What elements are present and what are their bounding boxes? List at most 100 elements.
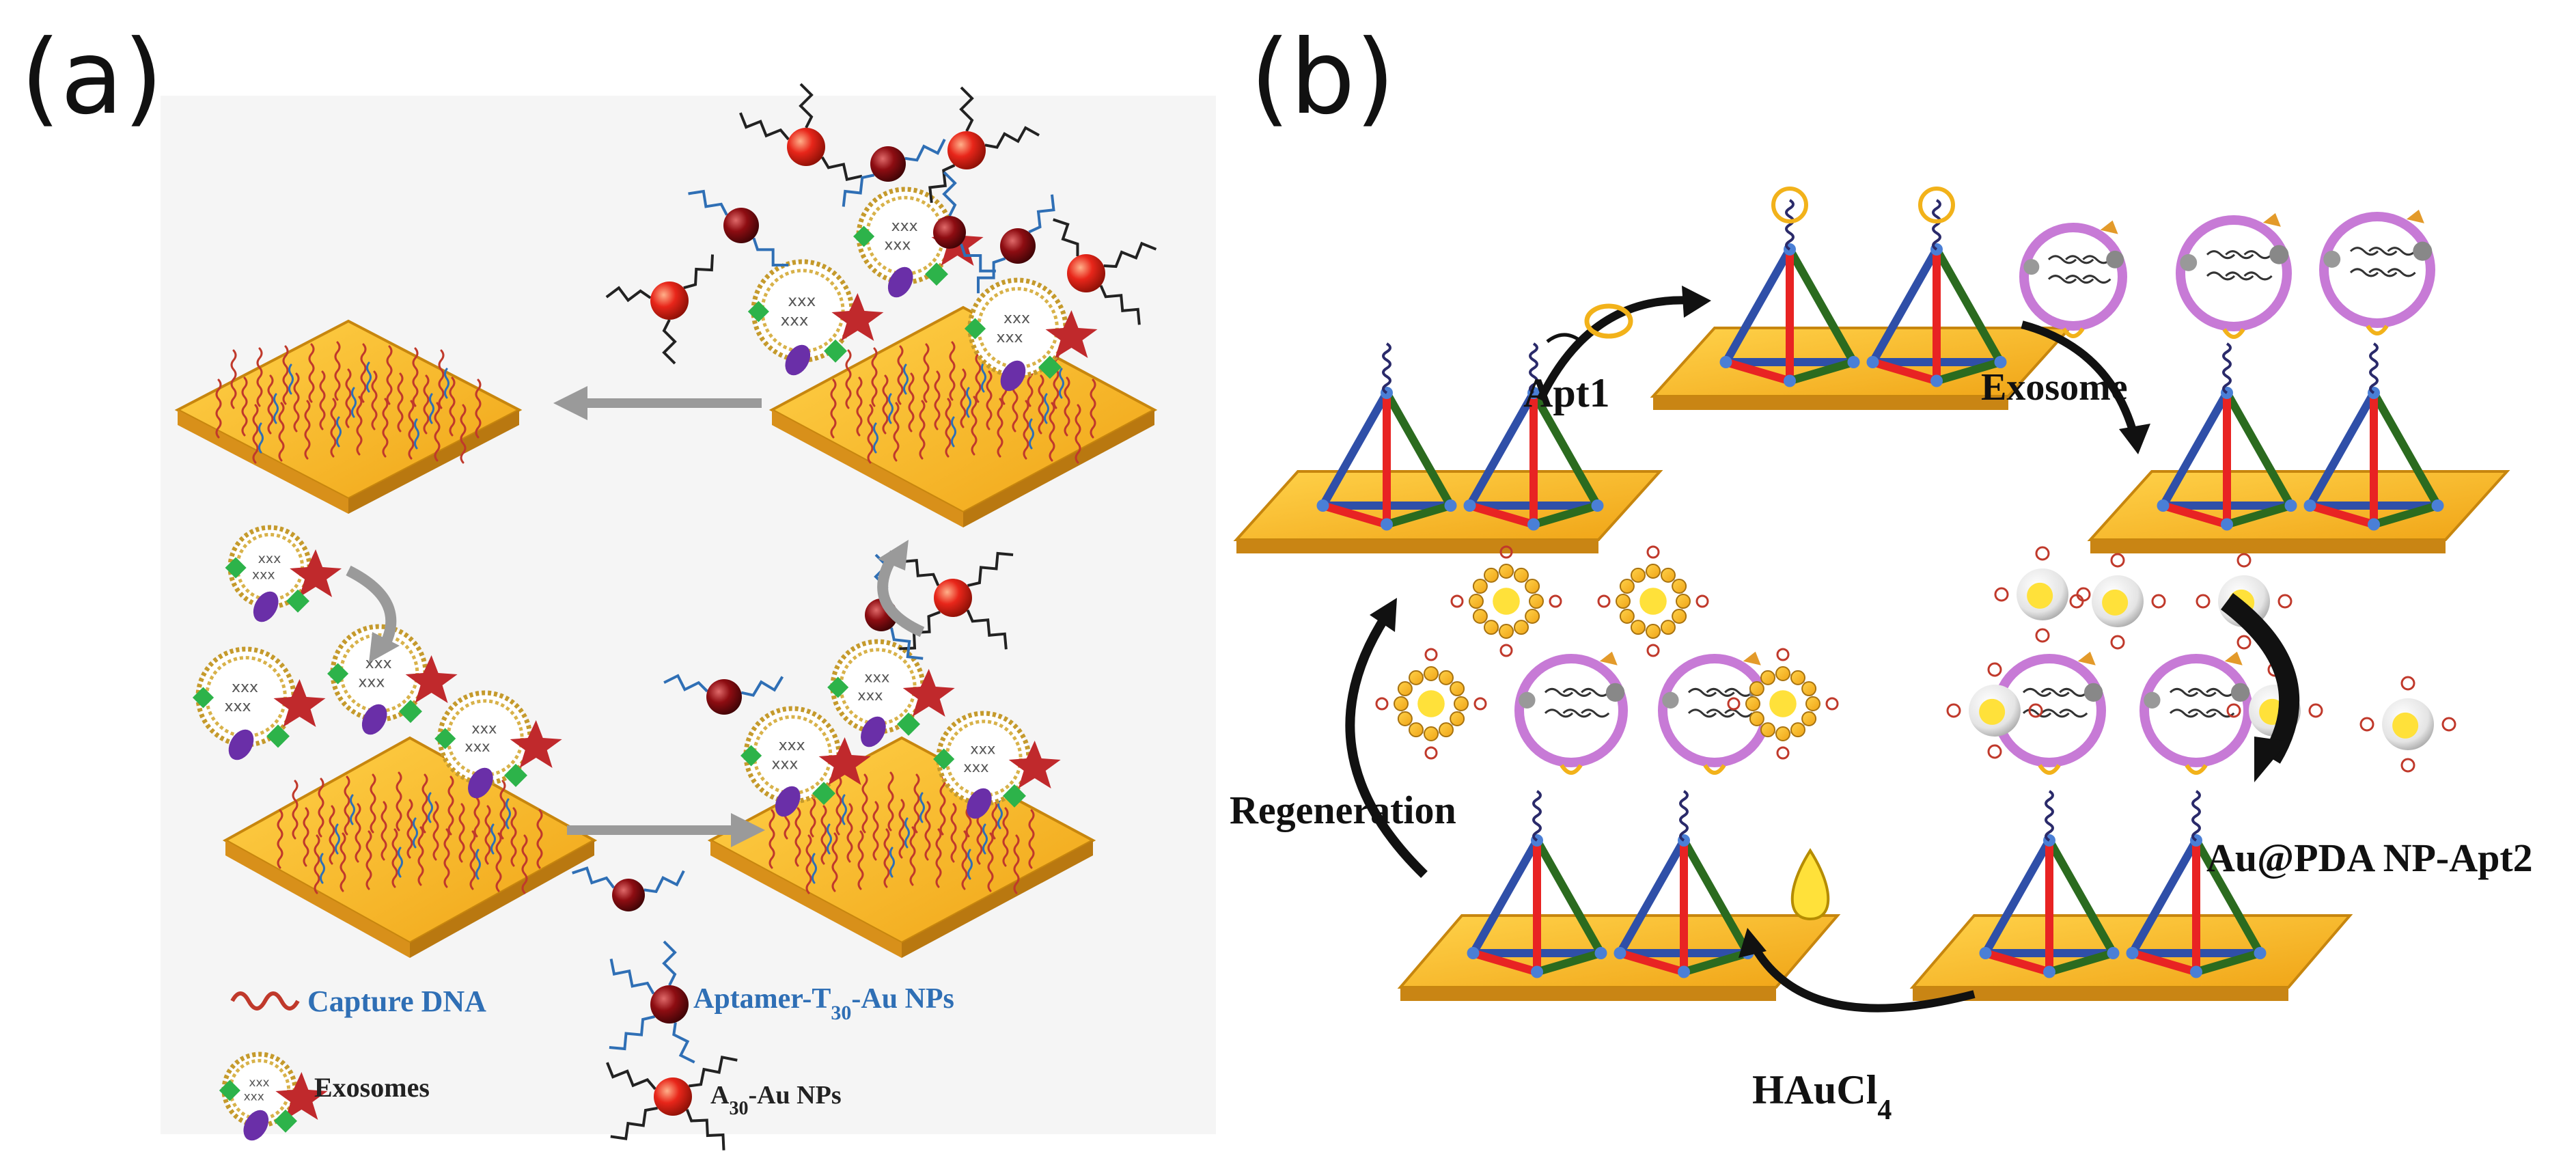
capture-dna-strand: [447, 775, 454, 836]
aptamer-strand: [273, 393, 279, 424]
capture-dna-strand: [334, 341, 341, 401]
capture-dna-strand: [997, 398, 1003, 458]
svg-text:xxx: xxx: [779, 737, 805, 754]
capture-dna-strand: [469, 830, 476, 890]
capture-dna-strand: [277, 809, 283, 869]
capture-dna-strand: [908, 372, 915, 432]
aptamer-strand: [951, 416, 956, 448]
aptamer-au-nanoparticle: [842, 139, 946, 207]
capture-dna-strand: [835, 775, 842, 836]
capture-dna-strand: [303, 807, 309, 867]
aptamer-strand: [475, 849, 481, 880]
svg-text:xxx: xxx: [232, 679, 258, 696]
capture-dna-strand: [421, 773, 428, 834]
au-pda-nanoparticle: [2196, 553, 2293, 650]
aptamer-strand: [490, 823, 496, 855]
capture-dna-strand: [355, 803, 361, 863]
capture-dna-strand: [934, 370, 941, 430]
dna-tetrahedron: [1463, 342, 1604, 531]
svg-text:xxx: xxx: [1003, 310, 1030, 327]
capture-dna-strand: [278, 402, 285, 462]
capture-dna-strand: [857, 830, 864, 890]
panel-b-letter: (b): [1250, 18, 1395, 137]
plate-top-right: [768, 305, 1158, 527]
au-pda-arrow-head-icon: [2254, 737, 2288, 782]
capture-dna-strand: [898, 799, 905, 859]
capture-dna-strand: [794, 807, 801, 867]
au-pda-nanoparticle: [1994, 546, 2091, 643]
aptamer-au-nanoparticle: [933, 171, 996, 273]
legend-a30-au: A30-Au NPs: [710, 1081, 842, 1119]
au-pda-nanoparticle: [1946, 662, 2043, 759]
capture-dna-strand: [909, 826, 916, 886]
au-pda-nanoparticle: [2069, 553, 2166, 650]
aptamer-strand: [889, 847, 895, 878]
capture-dna-strand: [340, 832, 346, 892]
capture-dna-strand: [449, 376, 456, 437]
capture-dna-strand: [267, 374, 274, 435]
gold-coated-nanoparticle: [1450, 545, 1562, 657]
aptamer-au-nanoparticle: [609, 940, 695, 1064]
capture-dna-strand: [961, 830, 968, 890]
aptamer-strand: [413, 817, 418, 849]
svg-text:xxx: xxx: [252, 567, 275, 582]
svg-text:xxx: xxx: [249, 1076, 269, 1090]
label-exosome: Exosome: [1981, 366, 2128, 409]
plate-b-exosome: [2087, 470, 2510, 553]
capture-dna-strand: [380, 801, 387, 861]
capture-dna-strand: [861, 773, 868, 834]
dna-tetrahedron: [1866, 199, 2007, 387]
gold-coated-nanoparticle: [1375, 648, 1487, 760]
capture-dna-strand: [458, 803, 465, 863]
exosome: [1514, 651, 1628, 775]
capture-dna-strand: [805, 834, 812, 894]
capture-dna-strand: [438, 349, 445, 409]
arrow-left-head-icon: [553, 386, 587, 420]
capture-dna-strand: [293, 372, 300, 432]
haucl-arrow-icon: [1748, 941, 1976, 1013]
panel-a-arrows: [346, 386, 925, 847]
aptamer-strand: [366, 361, 372, 393]
capture-dna-strand: [230, 349, 237, 409]
capture-dna-strand: [872, 801, 879, 861]
gold-coated-nanoparticle: [1597, 545, 1709, 657]
aptamer-strand: [903, 363, 909, 395]
capture-dna-strand: [443, 828, 450, 888]
capture-dna-strand: [913, 773, 920, 834]
capture-dna-strand: [360, 343, 367, 403]
capture-dna-strand: [1049, 402, 1055, 462]
aptamer-au-nanoparticle: [688, 189, 789, 266]
capture-dna-strand: [1013, 834, 1020, 894]
a30-au-nanoparticle: [739, 83, 863, 181]
svg-text:xxx: xxx: [471, 720, 497, 737]
label-haucl4: HAuCl4: [1752, 1067, 1892, 1126]
panel-b: (b) Apt1 Exosome Au@PDA NP-Apt2 Regenera…: [1230, 18, 2533, 1126]
aptamer-strand: [414, 418, 419, 450]
haucl-arrow-head-icon: [1739, 928, 1767, 958]
capture-dna-strand: [345, 368, 352, 428]
capture-dna-strand: [831, 832, 838, 892]
capture-dna-strand: [919, 400, 926, 460]
capture-dna-strand: [960, 368, 967, 428]
capture-dna-strand: [820, 805, 827, 865]
exosome: [1658, 651, 1771, 775]
aptamer-strand: [812, 853, 817, 884]
svg-text:xxx: xxx: [884, 236, 911, 253]
capture-dna-strand: [1038, 374, 1044, 435]
regeneration-arrow-head-icon: [1370, 598, 1397, 632]
capture-dna-strand: [365, 830, 372, 890]
aptamer-strand: [1059, 368, 1064, 399]
capture-dna-strand: [256, 347, 263, 407]
svg-text:xxx: xxx: [864, 669, 889, 685]
exosome: [2176, 212, 2292, 339]
capture-dna-strand: [314, 834, 320, 894]
capture-dna-strand: [408, 400, 415, 460]
plate-b-apt1: [1650, 327, 2073, 410]
capture-dna-strand: [893, 402, 900, 462]
aptamer-strand: [904, 817, 910, 849]
